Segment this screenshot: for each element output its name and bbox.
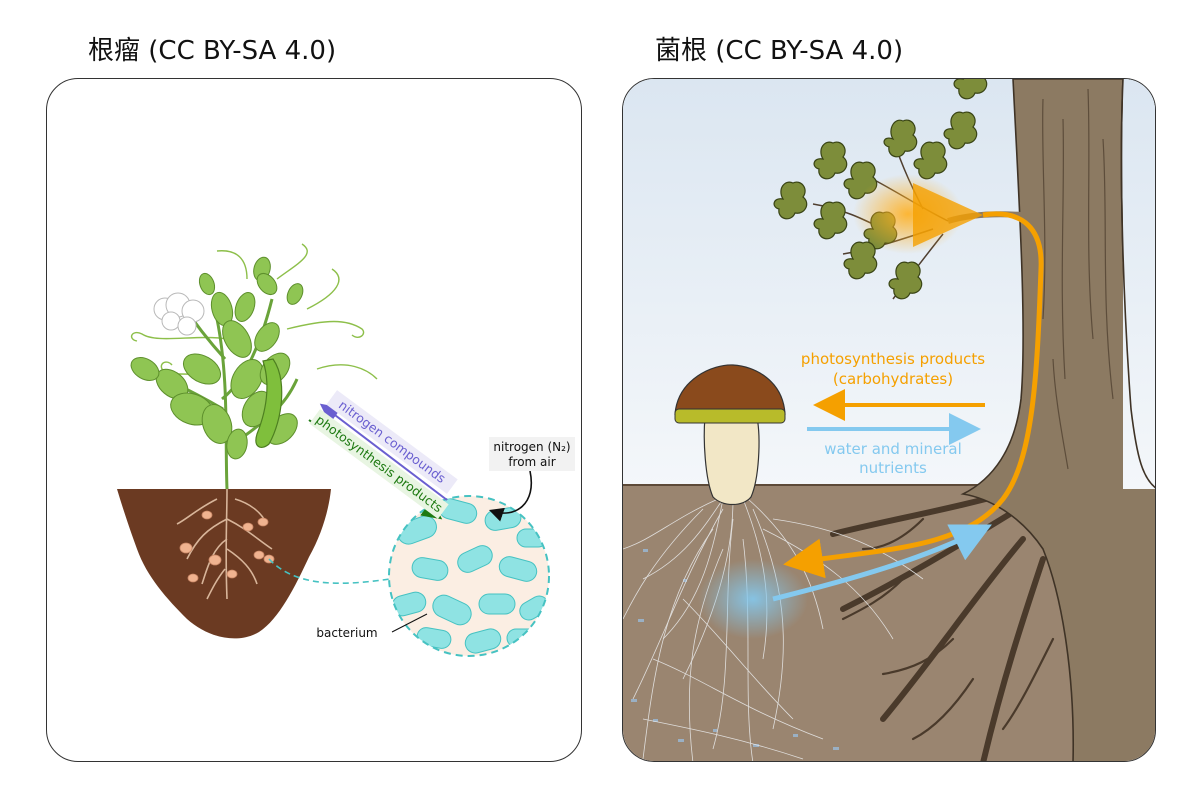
root-nodule-panel: nitrogen compounds photosynthesis produc… — [46, 78, 582, 762]
mycorrhiza-panel: photosynthesis products (carbohydrates) … — [622, 78, 1156, 762]
water-glow — [698, 559, 808, 639]
roots — [176, 488, 273, 600]
bacterium-label: bacterium — [316, 626, 377, 640]
photosynthesis-products-label: photosynthesis products — [801, 350, 985, 368]
pea-leaves — [130, 256, 304, 460]
right-panel-title: 菌根 (CC BY-SA 4.0) — [655, 36, 904, 66]
nitrogen-from-air-label-line1: nitrogen (N₂) — [493, 440, 570, 454]
carbohydrates-label: (carbohydrates) — [833, 370, 953, 388]
zoom-connector — [268, 558, 391, 584]
pea-flowers — [153, 292, 205, 336]
root-nodule-diagram: nitrogen compounds photosynthesis produc… — [117, 243, 575, 657]
nitrogen-label-bg — [326, 390, 458, 494]
nitrogen-from-air-arrow — [488, 470, 533, 522]
carbohydrate-flow-arrow — [783, 211, 1044, 579]
nitrogen-compounds-arrow — [319, 403, 448, 501]
water-minerals-label: water and mineral — [824, 440, 962, 458]
mushroom — [674, 364, 786, 506]
carbohydrate-leaf-arrowhead — [913, 183, 983, 247]
mycorrhiza-diagram: photosynthesis products (carbohydrates) … — [623, 79, 1155, 761]
bacterium-pointer — [391, 613, 428, 633]
trunk-bark — [1042, 88, 1114, 470]
water-flow-arrow — [772, 524, 992, 602]
soil-pot — [117, 489, 331, 639]
photosynthesis-label-bg — [309, 409, 449, 519]
pea-pod — [255, 358, 283, 448]
nutrients-label: nutrients — [859, 459, 927, 477]
nitrogen-air-label-bg — [489, 437, 575, 471]
nodule-magnification — [388, 495, 550, 657]
soil-particles — [631, 549, 839, 750]
left-panel-title: 根瘤 (CC BY-SA 4.0) — [88, 36, 337, 66]
oak-leaves — [773, 79, 988, 300]
nitrogen-from-air-label-line2: from air — [508, 455, 555, 469]
